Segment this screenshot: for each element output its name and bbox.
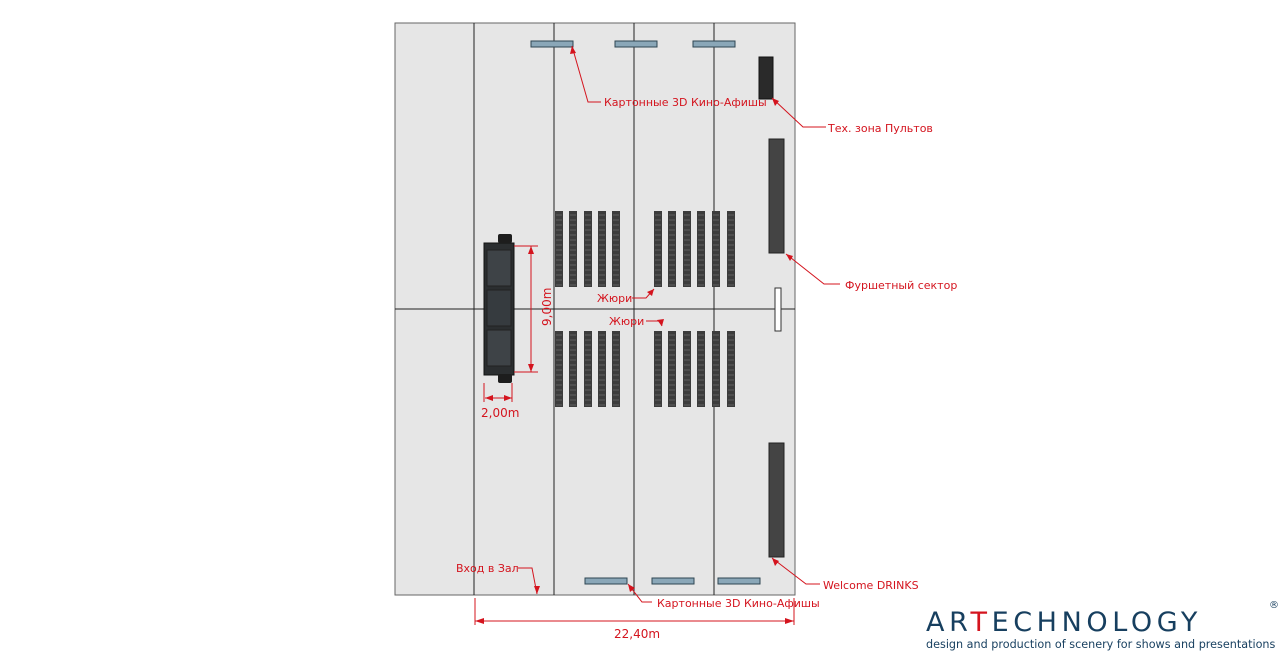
tech-zone-label: Тех. зона Пультов — [827, 122, 933, 135]
seat-row — [584, 211, 592, 287]
poster — [614, 40, 658, 48]
tech-zone-console — [758, 56, 774, 100]
stage-length-dim: 9,00m — [540, 288, 554, 326]
seat-row — [598, 331, 606, 407]
seat-row — [668, 331, 676, 407]
brand-name-prefix: AR — [926, 607, 971, 638]
leader-arrowheads — [534, 46, 793, 594]
seat-row — [612, 331, 620, 407]
poster — [651, 577, 695, 585]
seat-row — [654, 331, 662, 407]
brand-logo: ARTECHNOLOGY ® design and production of … — [924, 600, 1280, 653]
buffet-label: Фуршетный сектор — [845, 279, 957, 292]
seat-row — [697, 331, 705, 407]
brand-tagline: design and production of scenery for sho… — [926, 638, 1276, 651]
brand-name-accent: T — [970, 607, 992, 638]
brand-name-suffix: ECHNOLOGY — [991, 607, 1203, 638]
registered-mark: ® — [1269, 600, 1279, 611]
seat-row — [569, 211, 577, 287]
seat-row — [727, 331, 735, 407]
hall-width-dim: 22,40m — [614, 627, 660, 641]
poster — [584, 577, 628, 585]
seat-row — [683, 331, 691, 407]
seat-row — [598, 211, 606, 287]
jury-label-1: Жюри — [597, 292, 632, 305]
seat-row — [555, 331, 563, 407]
poster — [530, 40, 574, 48]
seat-row — [654, 211, 662, 287]
seat-row — [612, 211, 620, 287]
brand-name: ARTECHNOLOGY — [926, 607, 1202, 639]
seat-row — [683, 211, 691, 287]
welcome-drinks-counter — [768, 442, 785, 558]
posters-bottom — [584, 577, 761, 585]
seat-row — [584, 331, 592, 407]
column-marker — [774, 287, 782, 332]
seat-row — [712, 331, 720, 407]
seat-row — [697, 211, 705, 287]
poster — [717, 577, 761, 585]
poster — [692, 40, 736, 48]
jury-label-2: Жюри — [609, 315, 644, 328]
floor-grid-lines — [395, 23, 795, 595]
leader-lines — [518, 45, 840, 603]
welcome-drinks-label: Welcome DRINKS — [823, 579, 919, 592]
seat-row — [555, 211, 563, 287]
posters-top — [530, 40, 736, 48]
stage — [483, 234, 515, 383]
posters-bottom-label: Картонные 3D Кино-Афишы — [657, 597, 820, 610]
entrance-label: Вход в Зал — [456, 562, 519, 575]
seat-row — [668, 211, 676, 287]
dimension-arrowheads — [475, 246, 794, 624]
seating-rows — [555, 211, 735, 407]
seat-row — [727, 211, 735, 287]
seat-row — [569, 331, 577, 407]
stage-width-dim: 2,00m — [481, 406, 519, 420]
buffet-counter — [768, 138, 785, 254]
posters-top-label: Картонные 3D Кино-Афишы — [604, 96, 767, 109]
seat-row — [712, 211, 720, 287]
